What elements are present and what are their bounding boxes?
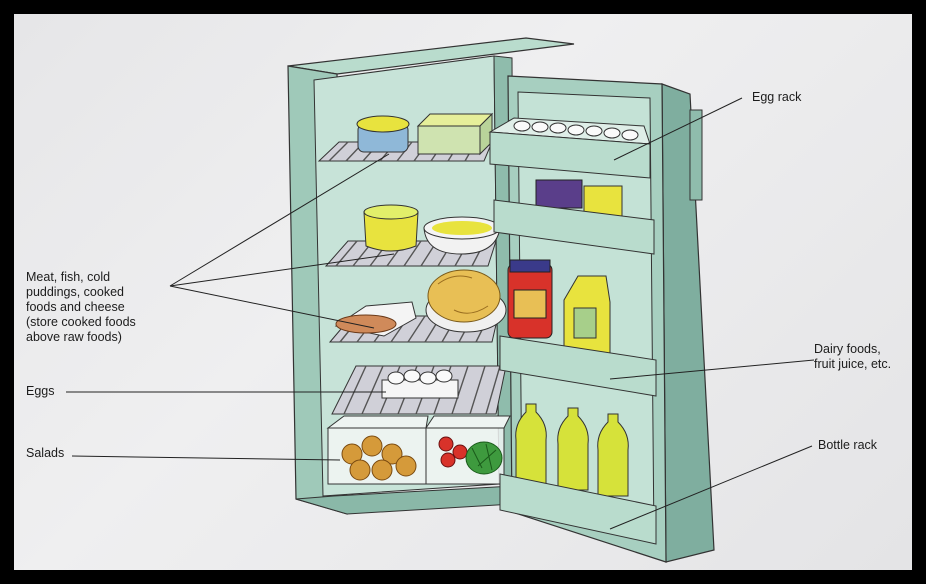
label-bottle-rack: Bottle rack: [818, 438, 877, 453]
crisper-left: [328, 416, 428, 484]
cheese-box: [418, 114, 492, 154]
jam-jar: [508, 260, 552, 338]
label-eggs: Eggs: [26, 384, 55, 399]
blue-tub: [357, 116, 409, 152]
door-hinge: [690, 110, 702, 200]
book-page: Egg rack Meat, fish, cold puddings, cook…: [14, 14, 912, 570]
label-dairy-foods: Dairy foods, fruit juice, etc.: [814, 342, 891, 372]
label-salads: Salads: [26, 446, 64, 461]
label-meat-fish-cheese: Meat, fish, cold puddings, cooked foods …: [26, 270, 136, 345]
juice-carton: [564, 276, 610, 356]
crisper-right: [426, 416, 510, 484]
yellow-bowl: [364, 205, 418, 251]
door-edge: [662, 84, 714, 562]
egg-tray: [382, 370, 458, 398]
label-egg-rack: Egg rack: [752, 90, 801, 105]
